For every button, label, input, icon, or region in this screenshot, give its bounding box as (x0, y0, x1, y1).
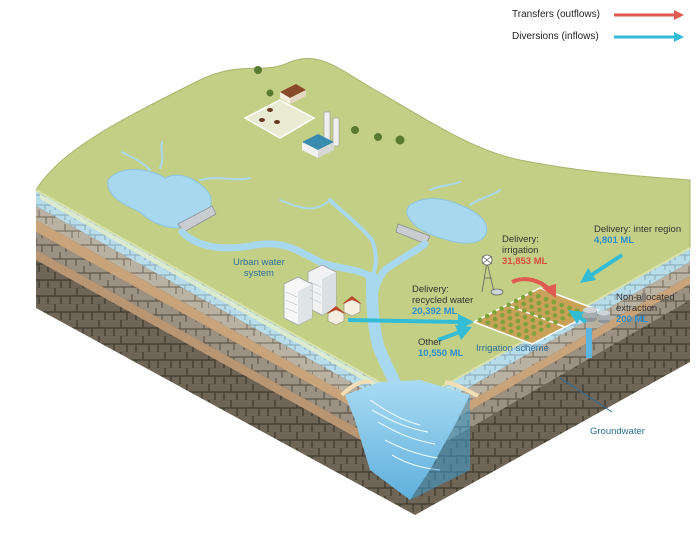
crop-dot (543, 296, 549, 302)
crop-dot (521, 301, 527, 307)
crop-dot (529, 311, 535, 316)
crop-dot (520, 294, 526, 300)
power-plant (302, 111, 340, 158)
non-allocated-value: 200 ML (616, 314, 649, 325)
crop-dot (484, 313, 490, 319)
crop-dot (492, 310, 497, 315)
legend-transfers: Transfers (outflows) (512, 9, 600, 20)
crop-dot (537, 307, 542, 313)
crop-dot (508, 322, 513, 328)
crop-dot (508, 329, 514, 334)
label-groundwater: Groundwater (590, 426, 645, 437)
label-inter-region: Delivery: inter region 4,801 ML (594, 224, 681, 246)
crop-dot (559, 302, 564, 308)
inter-region-title: Delivery: inter region (594, 224, 682, 235)
lake-right (406, 198, 488, 244)
crop-dot (528, 291, 533, 296)
crop-dot (522, 315, 528, 320)
urban-buildings (283, 264, 362, 326)
other-value: 10,550 ML (418, 348, 464, 359)
irrigation-value: 31,853 ML (502, 256, 548, 267)
crop-dot (523, 321, 528, 327)
crop-dot (506, 302, 512, 308)
river-network (121, 141, 501, 401)
flow-arrows (347, 253, 624, 342)
crop-dot (553, 319, 558, 325)
crop-dot (559, 309, 565, 315)
legend-diversions: Diversions (inflows) (512, 31, 599, 42)
crop-dot (535, 294, 541, 299)
crop-dot (544, 303, 549, 309)
crop-dot (560, 316, 566, 321)
windmill (481, 254, 504, 296)
crop-dot (516, 332, 522, 337)
label-non-allocated: Non-allocated extraction 200 ML (616, 292, 675, 325)
label-other: Other 10,550 ML (418, 337, 463, 359)
crop-dot (531, 331, 537, 336)
legend-arrows (614, 10, 684, 42)
crop-dot (552, 313, 558, 318)
bore-tanks (583, 307, 610, 358)
farm (243, 84, 316, 139)
crop-dot (523, 328, 529, 334)
crop-dot (514, 312, 520, 317)
block-left-face (36, 190, 415, 515)
groundwater-layer (40, 194, 413, 408)
crop-dot (528, 297, 534, 303)
crop-dot (537, 314, 543, 319)
crop-dot (538, 327, 544, 333)
irrigation-title: Delivery: irrigation (502, 234, 539, 256)
recycled-value: 20,392 ML (412, 306, 458, 317)
label-urban-water-system: Urban water system (233, 257, 285, 279)
block-right-face (415, 248, 690, 515)
crop-dot (551, 299, 557, 305)
crop-dot (500, 319, 506, 325)
crop-dot (493, 323, 498, 329)
crop-dot (514, 305, 519, 311)
crop-dot (499, 306, 504, 311)
crop-dot (545, 317, 551, 322)
crop-dot (513, 298, 519, 304)
crop-dot (536, 300, 542, 306)
inter-region-value: 4,801 ML (594, 235, 635, 246)
crop-dot (546, 323, 551, 329)
trees (254, 66, 405, 145)
crop-dot (552, 306, 557, 312)
crop-dot (507, 315, 513, 321)
crop-dot (524, 335, 530, 340)
crop-dot (522, 308, 527, 313)
crop-dot (531, 324, 536, 330)
other-title: Other (418, 337, 442, 348)
crop-dot (477, 317, 483, 323)
recycled-title: Delivery: recycled water (412, 284, 474, 306)
non-allocated-title: Non-allocated extraction (616, 292, 675, 314)
crop-dot (544, 310, 550, 315)
crop-dot (485, 320, 491, 326)
crop-dot (501, 326, 506, 332)
crop-dot (530, 317, 536, 323)
groundwater-pointer (559, 377, 613, 413)
label-irrigation-scheme: Irrigation scheme (476, 343, 549, 354)
crop-dot (567, 305, 572, 311)
crop-dot (529, 304, 534, 310)
crop-dot (538, 320, 543, 326)
valley-water-face (345, 380, 470, 500)
crop-dot (507, 309, 512, 314)
crop-dots (477, 291, 580, 340)
label-recycled-water: Delivery: recycled water 20,392 ML (412, 284, 473, 317)
crop-dot (515, 318, 521, 324)
label-irrigation-delivery: Delivery: irrigation 31,853 ML (502, 234, 547, 267)
crop-dot (492, 316, 498, 322)
crop-dot (516, 325, 521, 331)
crop-dot (499, 313, 505, 318)
